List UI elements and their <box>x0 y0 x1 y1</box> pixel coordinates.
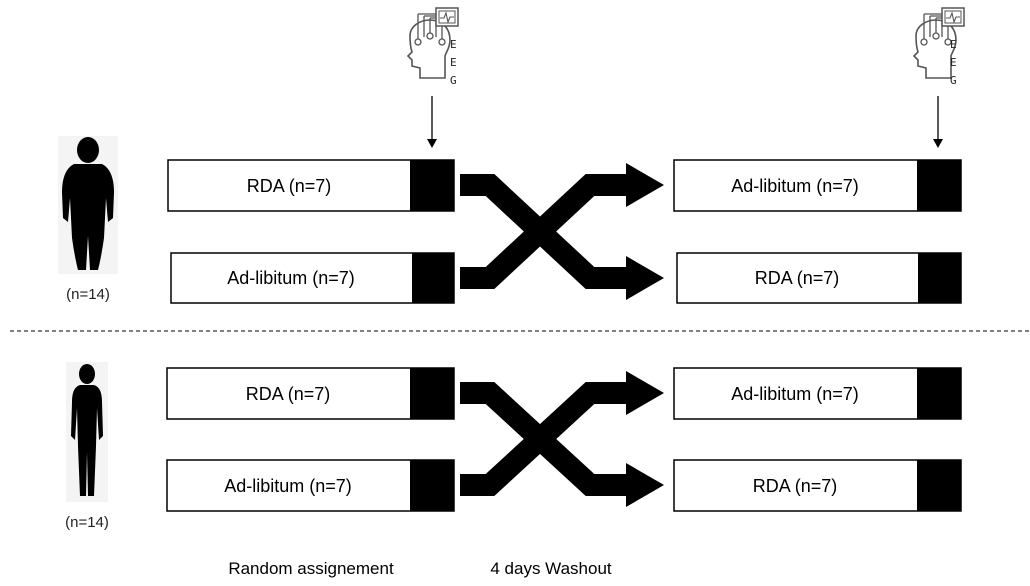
group2-participants: (n=14) <box>65 514 109 531</box>
group2-period2-box-adlib: Ad-libitum (n=7) <box>673 367 962 420</box>
eeg-letter-2: E <box>450 56 457 69</box>
box-label: Ad-libitum (n=7) <box>227 268 355 288</box>
washout-label: 4 days Washout <box>490 559 612 578</box>
eeg-icon: E E G <box>406 7 459 87</box>
eeg-arrow-left <box>427 96 437 148</box>
box-label: Ad-libitum (n=7) <box>731 176 859 196</box>
group1-period2-box-rda: RDA (n=7) <box>676 252 962 304</box>
lean-person-silhouette-icon <box>66 362 108 502</box>
crossover-arrows-icon <box>460 163 664 300</box>
eeg-letter-3: G <box>450 74 457 87</box>
eeg-letter-2: E <box>950 56 957 69</box>
group1-period2-box-adlib: Ad-libitum (n=7) <box>673 159 962 212</box>
box-label: RDA (n=7) <box>247 176 332 196</box>
box-label: Ad-libitum (n=7) <box>731 384 859 404</box>
eeg-letter-1: E <box>950 38 957 51</box>
group1-period1-box-rda: RDA (n=7) <box>167 159 455 212</box>
group1-period1-box-adlib: Ad-libitum (n=7) <box>170 252 455 304</box>
box-label: RDA (n=7) <box>755 268 840 288</box>
eeg-letter-1: E <box>450 38 457 51</box>
box-label: RDA (n=7) <box>753 476 838 496</box>
group1-participants: (n=14) <box>66 286 110 303</box>
crossover-arrows-icon <box>460 371 664 507</box>
box-label: RDA (n=7) <box>246 384 331 404</box>
obese-person-silhouette-icon <box>58 136 118 274</box>
eeg-icon: E E G <box>912 7 965 87</box>
eeg-letter-3: G <box>950 74 957 87</box>
random-assignment-label: Random assignement <box>228 559 394 578</box>
box-label: Ad-libitum (n=7) <box>224 476 352 496</box>
group2-period1-box-rda: RDA (n=7) <box>166 367 455 420</box>
group2-period2-box-rda: RDA (n=7) <box>673 459 962 512</box>
group2-period1-box-adlib: Ad-libitum (n=7) <box>166 459 455 512</box>
eeg-arrow-right <box>933 96 943 148</box>
